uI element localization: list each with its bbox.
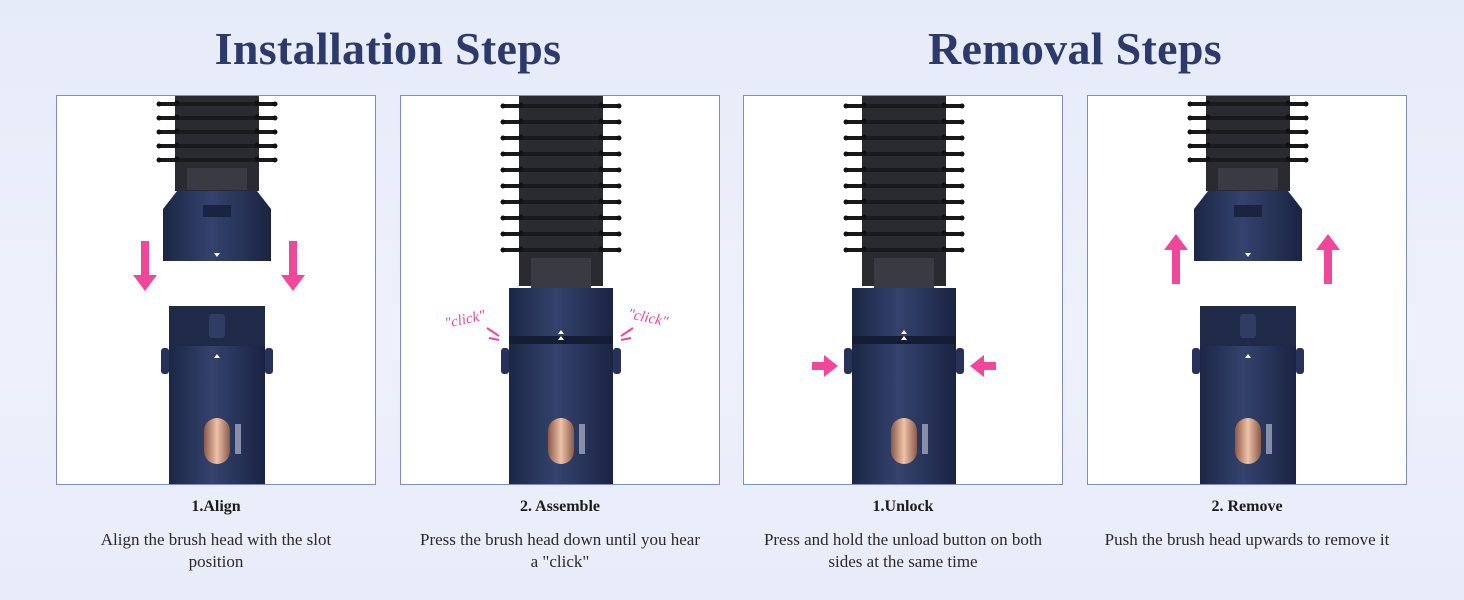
step-label-remove: 2. Remove (1211, 498, 1283, 515)
step-label-assemble: 2. Assemble (520, 498, 600, 515)
step-desc-unlock: Press and hold the unload button on both… (763, 530, 1043, 571)
arrows-inward-icon (812, 355, 996, 377)
handle (1192, 306, 1304, 484)
assembled-brush (844, 96, 965, 484)
step-label-align: 1.Align (191, 498, 241, 515)
remove-illustration (1164, 96, 1340, 484)
step-desc-align: Align the brush head with the slot posit… (100, 530, 332, 571)
step-image-unlock (743, 95, 1063, 485)
installation-title: Installation Steps (214, 23, 562, 74)
assemble-illustration: "click" "click" (444, 96, 670, 484)
brush-head (157, 96, 278, 261)
step-desc-assemble: Press the brush head down until you hear… (420, 530, 700, 571)
click-text-left: "click" (444, 308, 488, 332)
unlock-illustration (812, 96, 996, 484)
step-image-remove (1087, 95, 1407, 485)
removal-title: Removal Steps (928, 23, 1222, 74)
arrows-up-icon (1164, 234, 1340, 284)
arrows-down-icon (133, 241, 305, 291)
brush-head (1188, 96, 1309, 261)
handle (161, 306, 273, 484)
step-label-unlock: 1.Unlock (872, 498, 934, 515)
align-illustration (133, 96, 305, 484)
step-desc-remove: Push the brush head upwards to remove it (1104, 530, 1390, 549)
step-image-assemble: "click" "click" (400, 95, 720, 485)
step-image-align (56, 95, 376, 485)
click-text-right: "click" (626, 306, 670, 330)
assembled-brush (501, 96, 622, 484)
